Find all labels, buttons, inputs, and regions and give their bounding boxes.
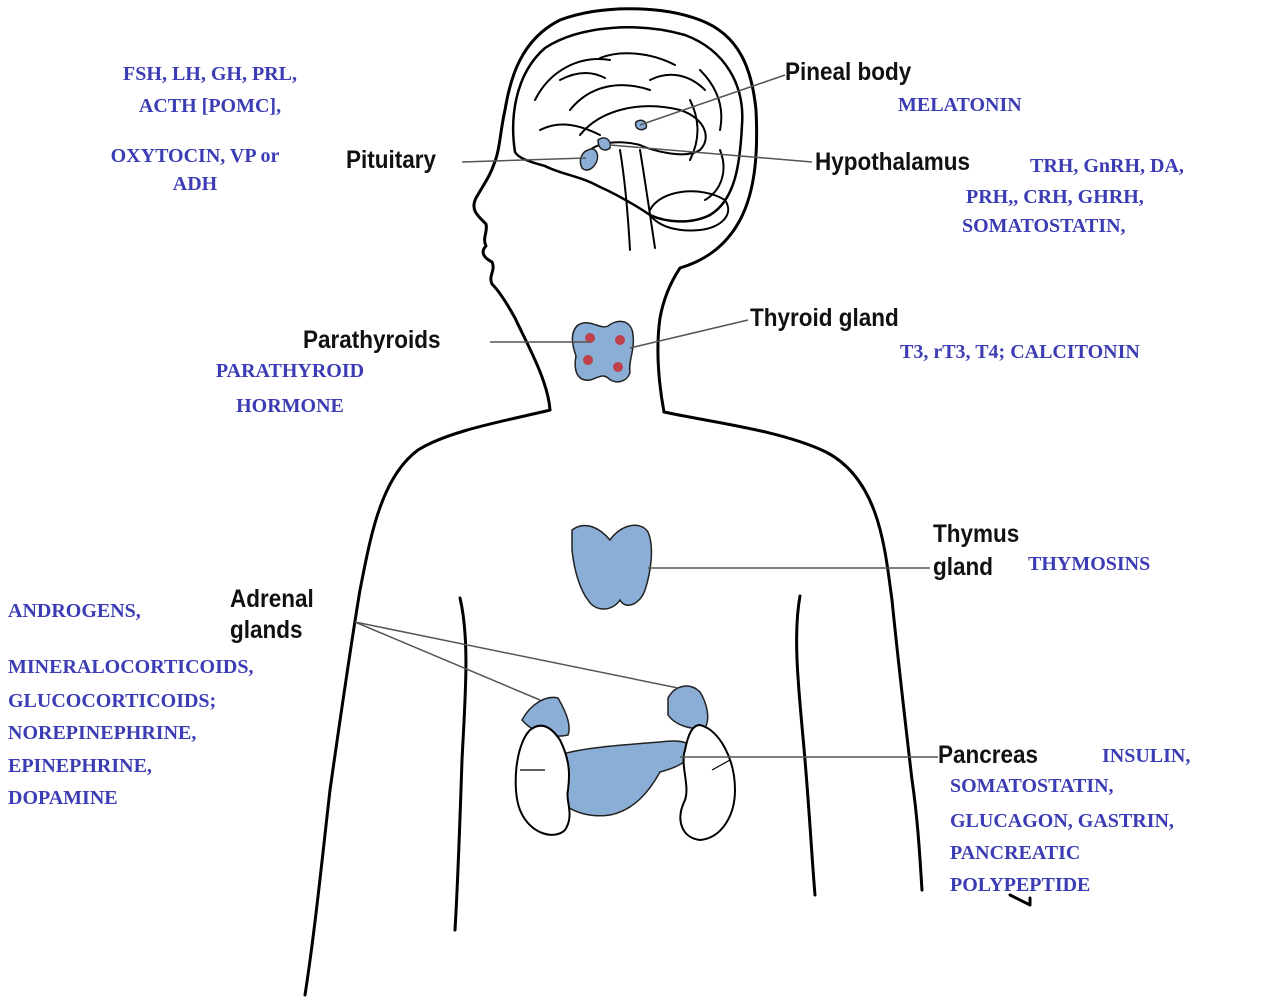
adrenal-label-line1: Adrenal	[230, 587, 314, 612]
thyroid-gland	[573, 321, 634, 381]
hypothalamus-label: Hypothalamus	[815, 150, 970, 175]
pineal-leader	[640, 75, 785, 125]
hormone-line: HORMONE	[190, 395, 390, 417]
adrenal-leader-right	[355, 622, 678, 688]
pineal-label: Pineal body	[785, 60, 911, 85]
left-kidney	[516, 726, 570, 835]
thymus-label-line2: gland	[933, 555, 993, 580]
hormone-line: GLUCAGON, GASTRIN,	[950, 810, 1174, 832]
thymus-label-line1: Thymus	[933, 522, 1019, 547]
parathyroid-dot	[583, 355, 593, 365]
hormone-line: SOMATOSTATIN,	[962, 215, 1126, 237]
parathyroids-label: Parathyroids	[303, 328, 441, 353]
hormone-line: EPINEPHRINE,	[8, 755, 152, 777]
right-adrenal-gland	[668, 686, 708, 728]
hormone-line: DOPAMINE	[8, 787, 118, 809]
hormone-line: TRH, GnRH, DA,	[1030, 155, 1184, 177]
hormone-line: FSH, LH, GH, PRL,	[80, 63, 340, 85]
parathyroid-dot	[613, 362, 623, 372]
hypothalamus-region	[598, 138, 610, 150]
right-kidney	[680, 725, 735, 840]
torso-right	[797, 596, 815, 895]
pineal-hormone: MELATONIN	[898, 94, 1022, 116]
body-outline-left	[305, 410, 550, 995]
hormone-line: SOMATOSTATIN,	[950, 775, 1114, 797]
hormone-line: PARATHYROID	[190, 360, 390, 382]
pancreas-label: Pancreas	[938, 743, 1038, 768]
hormone-line: PRH,, CRH, GHRH,	[966, 186, 1144, 208]
parathyroid-dot	[615, 335, 625, 345]
hormone-line: ADH	[60, 173, 330, 195]
hormone-line: PANCREATIC	[950, 842, 1080, 864]
hormone-line: MINERALOCORTICOIDS,	[8, 656, 253, 678]
hormone-line: ANDROGENS,	[8, 600, 141, 622]
torso-left	[455, 598, 466, 930]
thyroid-label: Thyroid gland	[750, 306, 899, 331]
adrenal-leader-left	[355, 622, 540, 700]
pituitary-label: Pituitary	[346, 148, 436, 173]
thymus-hormones: THYMOSINS	[1028, 553, 1150, 575]
hand-stub	[1010, 895, 1030, 905]
hormone-line: NOREPINEPHRINE,	[8, 722, 196, 744]
hormone-line: ACTH [POMC],	[80, 95, 340, 117]
thyroid-leader	[630, 320, 748, 348]
hormone-line: OXYTOCIN, VP or	[60, 145, 330, 167]
thymus-gland	[572, 525, 651, 609]
thyroid-hormones: T3, rT3, T4; CALCITONIN	[900, 341, 1140, 363]
hormone-line: POLYPEPTIDE	[950, 874, 1090, 896]
pituitary-gland	[580, 149, 597, 170]
pancreas	[554, 741, 692, 816]
hormone-line: INSULIN,	[1102, 745, 1190, 767]
adrenal-label-line2: glands	[230, 618, 303, 643]
hormone-line: GLUCOCORTICOIDS;	[8, 690, 216, 712]
